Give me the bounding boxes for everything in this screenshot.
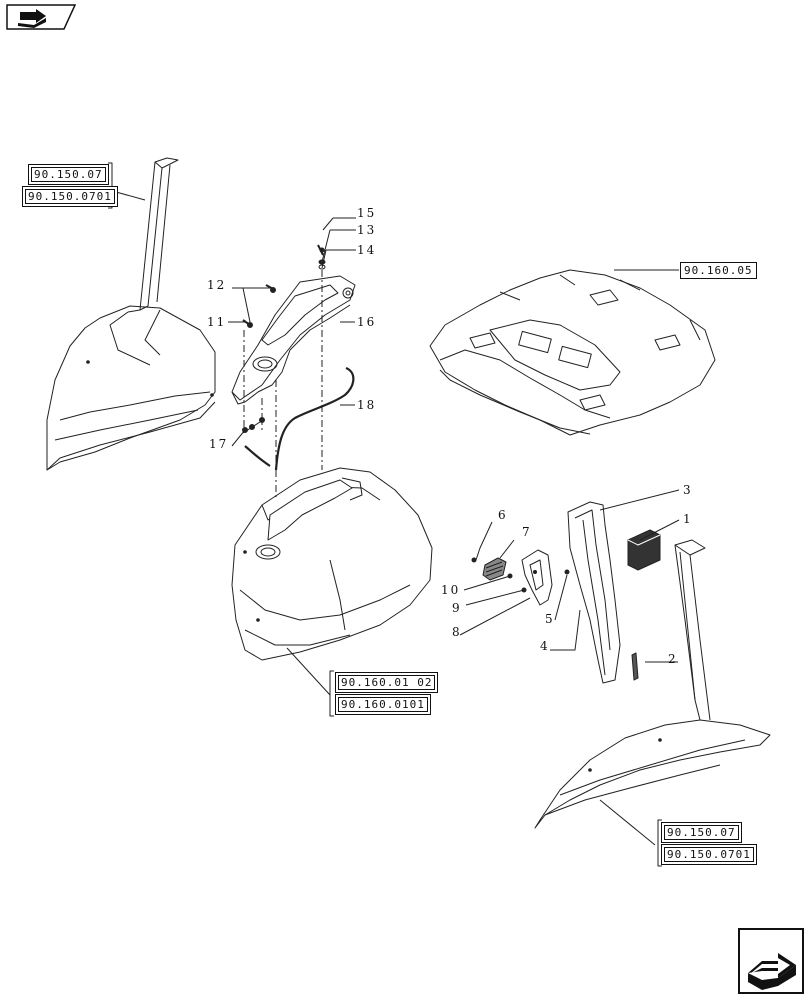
- nav-back-button[interactable]: [6, 4, 77, 30]
- callout-17: 17: [209, 437, 229, 451]
- console-part: [231, 275, 356, 405]
- left-fender-part: [46, 157, 216, 471]
- panel-1-part: [627, 529, 661, 571]
- ref-box-bottom-right-a[interactable]: 90.150.07: [661, 822, 742, 843]
- center-fender-part: [231, 467, 433, 661]
- ref-brackets: [108, 162, 662, 867]
- strip-2-part: [631, 652, 639, 681]
- fastener-11: [242, 319, 253, 328]
- pillar-trim-part: [567, 501, 621, 684]
- callout-9: 9: [452, 601, 462, 615]
- callout-2: 2: [668, 652, 678, 666]
- callout-13: 13: [357, 223, 377, 237]
- callout-15: 15: [357, 206, 377, 220]
- headliner-part: [429, 269, 716, 436]
- grille-7-part: [482, 557, 507, 581]
- ref-box-center-b[interactable]: 90.160.0101: [335, 694, 431, 715]
- leader-lines: [115, 191, 680, 846]
- callout-12: 12: [207, 278, 227, 292]
- callout-5: 5: [545, 612, 555, 626]
- callout-18: 18: [357, 398, 377, 412]
- callout-4: 4: [540, 639, 550, 653]
- alignment-lines: [243, 270, 323, 500]
- book-arrow-icon: [6, 4, 77, 30]
- ref-box-top-left-a[interactable]: 90.150.07: [28, 164, 109, 185]
- callout-6: 6: [498, 508, 508, 522]
- callout-7: 7: [522, 525, 532, 539]
- callout-8: 8: [452, 625, 462, 639]
- callout-1: 1: [683, 512, 693, 526]
- ref-box-center-a[interactable]: 90.160.01 02: [335, 672, 439, 693]
- callout-16: 16: [357, 315, 377, 329]
- next-page-button[interactable]: [738, 928, 804, 994]
- callout-14: 14: [357, 243, 377, 257]
- callout-3: 3: [683, 483, 693, 497]
- fastener-17: [242, 417, 265, 434]
- ref-box-top-left-b[interactable]: 90.150.0701: [22, 186, 118, 207]
- page-forward-arrow-icon: [738, 928, 804, 994]
- ref-box-bottom-right-b[interactable]: 90.150.0701: [661, 844, 757, 865]
- bracket-part: [521, 549, 553, 606]
- ref-box-right-top[interactable]: 90.160.05: [680, 262, 757, 279]
- callout-11: 11: [207, 315, 227, 329]
- fastener-12: [265, 284, 276, 293]
- hose-part: [244, 366, 355, 471]
- right-fender-part: [534, 539, 771, 829]
- callout-10: 10: [441, 583, 461, 597]
